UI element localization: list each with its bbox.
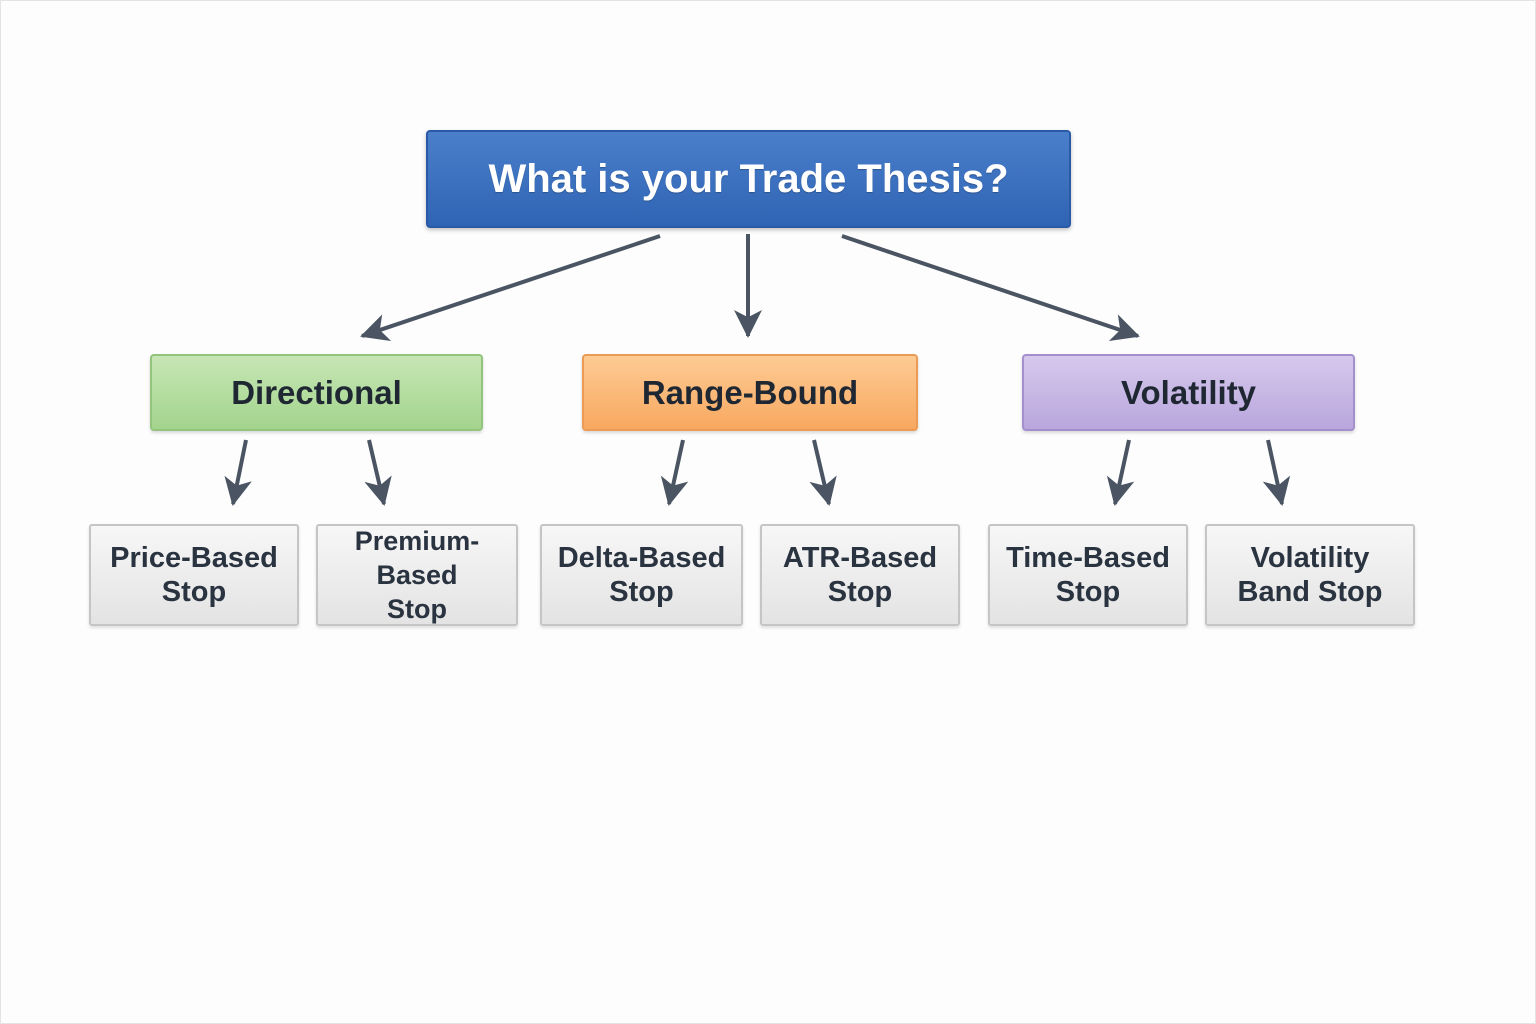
arrow-root-to-directional [360, 234, 661, 342]
stop-price-based-line2: Stop [161, 576, 227, 608]
category-volatility-label: Volatility [1120, 373, 1257, 411]
root-question-label: What is your Trade Thesis? [488, 156, 1009, 201]
category-directional: Directional [150, 354, 483, 431]
arrow-range-bound-to-atr-based [809, 439, 837, 506]
stop-premium-based-line1: Premium-Based [354, 526, 480, 590]
stop-premium-based: Premium-Based Stop [316, 524, 518, 626]
stop-volatility-band-line1: Volatility [1250, 542, 1370, 574]
arrow-directional-to-premium-based [364, 439, 392, 506]
stop-volatility-band-line2: Band Stop [1237, 576, 1383, 608]
arrow-directional-to-price-based [224, 439, 252, 506]
stop-time-based-line1: Time-Based [1006, 542, 1170, 574]
stop-delta-based: Delta-Based Stop [540, 524, 743, 626]
arrow-volatility-to-volatility-band [1262, 439, 1291, 506]
arrow-root-to-volatility [841, 234, 1140, 341]
stop-price-based: Price-Based Stop [89, 524, 299, 626]
root-question-node: What is your Trade Thesis? [426, 130, 1071, 228]
category-range-bound: Range-Bound [582, 354, 918, 431]
stop-time-based-line2: Stop [1055, 576, 1121, 608]
stop-atr-based: ATR-Based Stop [760, 524, 960, 626]
stop-delta-based-line1: Delta-Based [557, 542, 726, 574]
category-directional-label: Directional [231, 373, 402, 411]
stop-atr-based-line2: Stop [827, 576, 893, 608]
arrow-volatility-to-time-based [1106, 439, 1135, 506]
arrow-range-bound-to-delta-based [660, 439, 689, 506]
category-range-bound-label: Range-Bound [641, 373, 859, 411]
stop-volatility-band: Volatility Band Stop [1205, 524, 1415, 626]
stop-price-based-line1: Price-Based [110, 542, 278, 574]
stop-premium-based-line2: Stop [387, 594, 447, 624]
category-volatility: Volatility [1022, 354, 1355, 431]
stop-atr-based-line1: ATR-Based [782, 542, 938, 574]
stop-delta-based-line2: Stop [609, 576, 674, 608]
stop-time-based: Time-Based Stop [988, 524, 1188, 626]
